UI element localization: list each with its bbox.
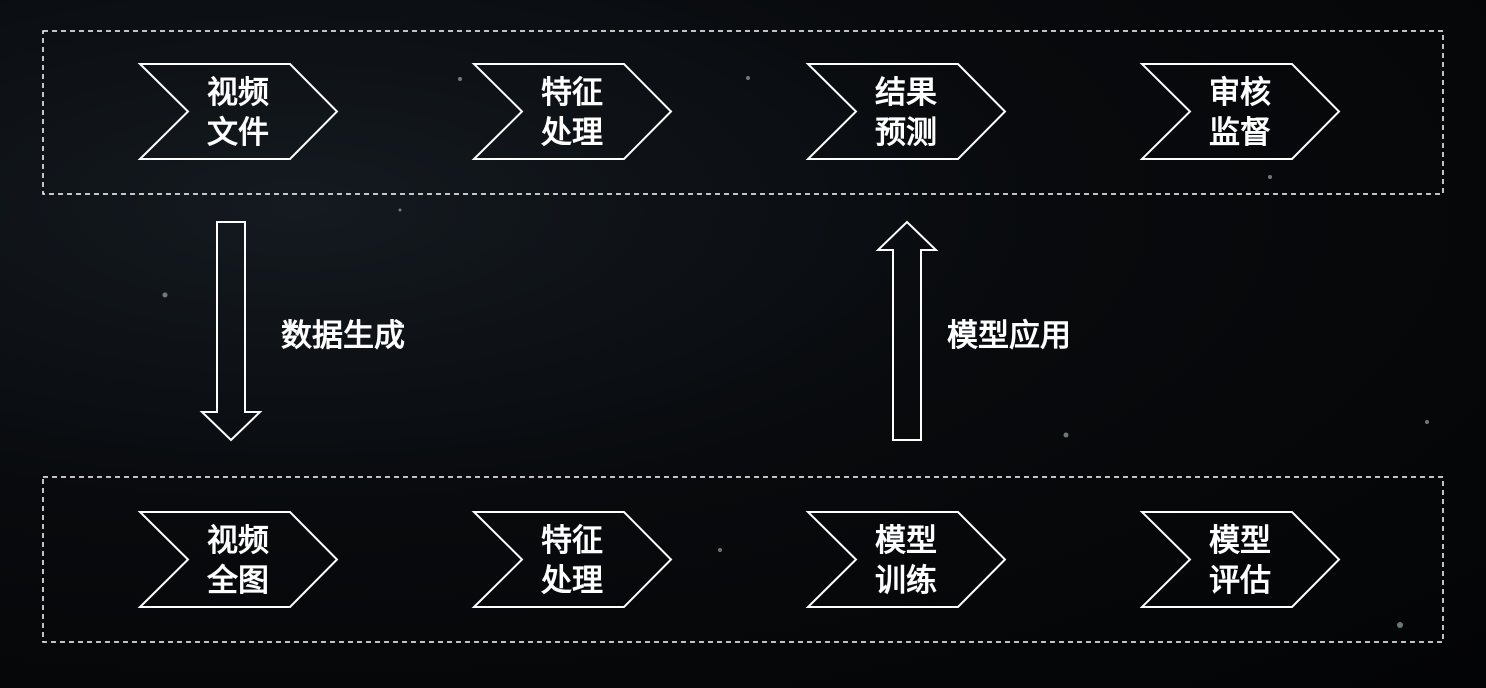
chevron-shape	[471, 63, 673, 160]
step-label-line2: 处理	[540, 115, 603, 151]
step-label-line1: 结果	[875, 75, 937, 111]
step-label-line1: 特征	[541, 75, 603, 111]
down-arrow-icon	[199, 221, 263, 442]
step-label-line2: 训练	[875, 563, 937, 599]
step-label-line2: 监督	[1209, 115, 1271, 151]
star-dots	[162, 76, 1429, 628]
step-label-line1: 视频	[207, 75, 269, 111]
chevron-shape	[1139, 63, 1341, 160]
chevron-shape	[805, 511, 1007, 608]
bottom-stage-box	[42, 476, 1444, 643]
top-stage-box	[42, 30, 1444, 195]
chevron-shape	[805, 63, 1007, 160]
chevron-shape	[1139, 511, 1341, 608]
chevron-shape	[137, 63, 339, 160]
step-label-line1: 模型	[875, 523, 937, 559]
step-label-line1: 视频	[207, 523, 269, 559]
step-label-line1: 特征	[541, 523, 603, 559]
step-label-line2: 文件	[207, 115, 269, 151]
chevron-shape	[137, 511, 339, 608]
chevron-shape	[471, 511, 673, 608]
step-label-line1: 模型	[1209, 523, 1271, 559]
up-arrow-icon	[875, 220, 939, 441]
step-label-line2: 预测	[875, 115, 937, 151]
step-label-line2: 处理	[540, 563, 603, 599]
model-application-label: 模型应用	[947, 318, 1071, 354]
step-label-line2: 评估	[1209, 563, 1271, 599]
step-label-line2: 全图	[206, 563, 269, 599]
data-generation-label: 数据生成	[281, 318, 405, 354]
step-label-line1: 审核	[1209, 75, 1271, 111]
